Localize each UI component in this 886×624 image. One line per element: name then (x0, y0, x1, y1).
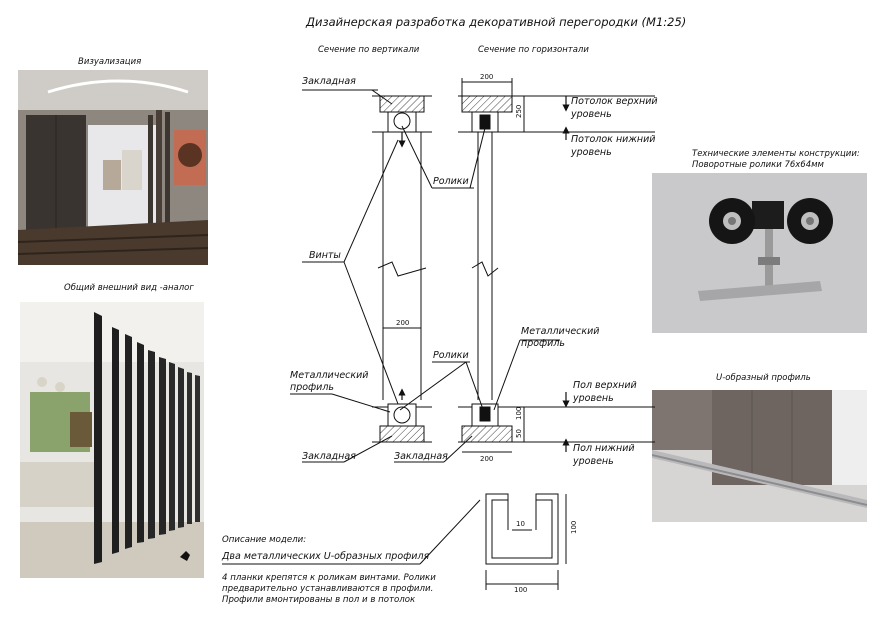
dim-profile-width: 100 (514, 586, 527, 594)
label-embedded-bottom-right: Закладная (394, 451, 448, 462)
label-metal-profile-left: Металлический (290, 370, 369, 381)
bottom-embedded-horizontal (461, 425, 513, 443)
dim-panel-width: 200 (396, 319, 409, 327)
dim-floor-depth: 50 (515, 429, 523, 438)
dim-floor-gap: 100 (515, 407, 523, 420)
dim-top-width: 200 (480, 73, 493, 81)
sheet-title: Дизайнерская разработка декоративной пер… (306, 15, 687, 29)
visualization-image (18, 70, 208, 265)
label-ceiling-lower-level: уровень (571, 147, 612, 158)
caption-analog: Общий внешний вид -аналог (64, 283, 194, 293)
label-floor-upper-level: уровень (573, 393, 614, 404)
description-line-1: Два металлических U-образных профиля (222, 551, 430, 562)
label-ceiling-upper: Потолок верхний (571, 96, 658, 107)
label-metal-profile-right-2: профиль (521, 338, 566, 349)
caption-vertical-section: Сечение по вертикали (318, 45, 420, 55)
label-metal-profile-right: Металлический (521, 326, 600, 337)
u-profile-image (652, 390, 867, 522)
top-embedded-vertical (379, 95, 425, 113)
top-embedded-horizontal (461, 95, 513, 113)
caption-rollers-size: Поворотные ролики 76х64мм (692, 160, 824, 170)
label-floor-lower: Пол нижний (573, 443, 635, 454)
label-ceiling-lower: Потолок нижний (571, 134, 656, 145)
dim-profile-inner: 10 (516, 520, 525, 528)
analog-image (20, 302, 204, 578)
bottom-embedded-vertical (379, 425, 425, 443)
label-floor-lower-level: уровень (573, 456, 614, 467)
caption-visualization: Визуализация (78, 57, 142, 67)
dim-profile-height: 100 (570, 521, 578, 534)
dim-ceiling-height: 250 (515, 105, 523, 118)
label-metal-profile-left-2: профиль (290, 382, 335, 393)
label-screws: Винты (309, 250, 341, 261)
caption-u-profile-photo: U-образный профиль (716, 373, 811, 383)
label-floor-upper: Пол верхний (573, 380, 637, 391)
label-rollers-bottom: Ролики (433, 350, 469, 361)
description-line-4: Профили вмонтированы в пол и в потолок (222, 595, 416, 605)
label-rollers-top: Ролики (433, 176, 469, 187)
description-heading: Описание модели: (222, 535, 307, 545)
description-line-2: 4 планки крепятся к роликам винтами. Рол… (222, 573, 436, 583)
caption-horizontal-section: Сечение по горизонтали (478, 45, 589, 55)
label-ceiling-upper-level: уровень (571, 109, 612, 120)
caption-tech-elements: Технические элементы конструкции: (692, 149, 860, 159)
description-line-3: предварительно устанавливаются в профили… (222, 584, 434, 594)
label-embedded-bottom-left: Закладная (302, 451, 356, 462)
dim-bottom-width: 200 (480, 455, 493, 463)
u-profile-section (222, 493, 567, 590)
rollers-image (652, 173, 867, 333)
label-embedded-top: Закладная (302, 76, 356, 87)
